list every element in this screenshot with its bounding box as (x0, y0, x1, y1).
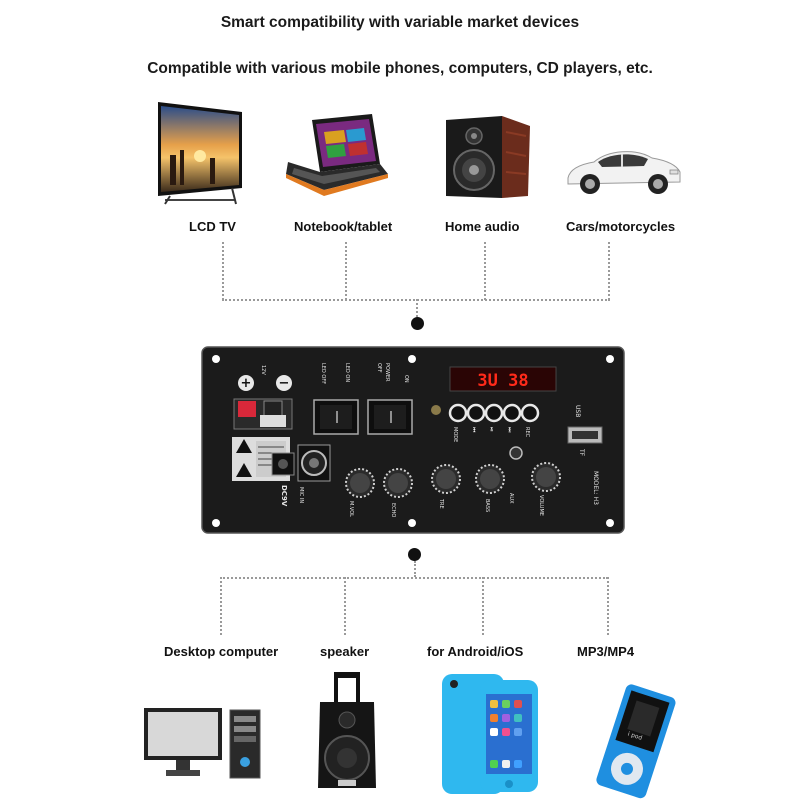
svg-text:USB: USB (574, 405, 581, 417)
connector-line (484, 242, 486, 300)
desktop-computer-icon (142, 704, 266, 784)
subheadline: Compatible with various mobile phones, c… (147, 60, 653, 77)
device-label-notebook-tablet: Notebook/tablet (294, 219, 393, 234)
device-label-home-audio: Home audio (445, 219, 520, 234)
connector-line (414, 561, 416, 577)
connector-dot (408, 548, 421, 561)
device-label-android-ios: for Android/iOS (427, 644, 524, 659)
device-label-speaker: speaker (320, 644, 370, 659)
svg-text:LED OFF: LED OFF (320, 363, 326, 384)
svg-text:M.VOL: M.VOL (348, 501, 354, 517)
connector-line (416, 299, 418, 317)
svg-text:LED ON: LED ON (344, 363, 350, 382)
device-label-desktop-computer: Desktop computer (164, 644, 279, 659)
headline: Smart compatibility with variable market… (220, 14, 580, 31)
notebook-tablet-icon (284, 112, 394, 202)
svg-text:VOLUME: VOLUME (538, 495, 544, 516)
device-label-lcd-tv: LCD TV (189, 219, 236, 234)
connector-line (482, 577, 484, 635)
svg-text:TF: TF (578, 448, 585, 457)
mp3-player-icon: i pod (588, 682, 683, 800)
connector-line (220, 577, 608, 579)
lcd-tv-icon (150, 100, 250, 210)
svg-text:⏯: ⏯ (488, 427, 495, 432)
svg-text:i pod: i pod (627, 731, 643, 742)
svg-text:MIC IN: MIC IN (298, 487, 304, 503)
connector-line (220, 577, 222, 635)
svg-text:BASS: BASS (484, 499, 490, 512)
home-audio-speaker-icon (440, 112, 535, 202)
svg-text:+: + (241, 376, 252, 391)
svg-text:12V: 12V (260, 365, 266, 375)
connector-line (345, 242, 347, 300)
svg-text:AUX: AUX (508, 493, 514, 504)
connector-line (607, 577, 609, 635)
svg-text:MODE: MODE (452, 427, 458, 442)
svg-text:TRE: TRE (438, 498, 444, 509)
svg-text:MODEL: H3: MODEL: H3 (592, 471, 599, 505)
svg-text:REC: REC (524, 427, 530, 438)
connector-line (608, 242, 610, 300)
device-label-mp3-mp4: MP3/MP4 (577, 644, 635, 659)
connector-line (222, 242, 224, 300)
svg-text:POWER: POWER (384, 363, 390, 382)
amplifier-board: + − 12V LED OFF LED ON OFF POWER ON (200, 345, 626, 535)
svg-text:ON: ON (403, 375, 409, 383)
svg-text:DC9V: DC9V (280, 485, 288, 507)
svg-text:3U 38: 3U 38 (477, 371, 528, 391)
svg-text:⏮: ⏮ (470, 427, 477, 433)
connector-dot (411, 317, 424, 330)
device-label-cars-motorcycles: Cars/motorcycles (566, 219, 676, 234)
svg-text:−: − (279, 376, 290, 391)
connector-line (344, 577, 346, 635)
svg-text:⏭: ⏭ (506, 427, 513, 433)
svg-text:OFF: OFF (376, 363, 382, 373)
svg-text:ECHO: ECHO (390, 503, 396, 517)
smartphone-icon (440, 672, 540, 797)
car-icon (564, 140, 684, 200)
trolley-speaker-icon (312, 670, 382, 795)
